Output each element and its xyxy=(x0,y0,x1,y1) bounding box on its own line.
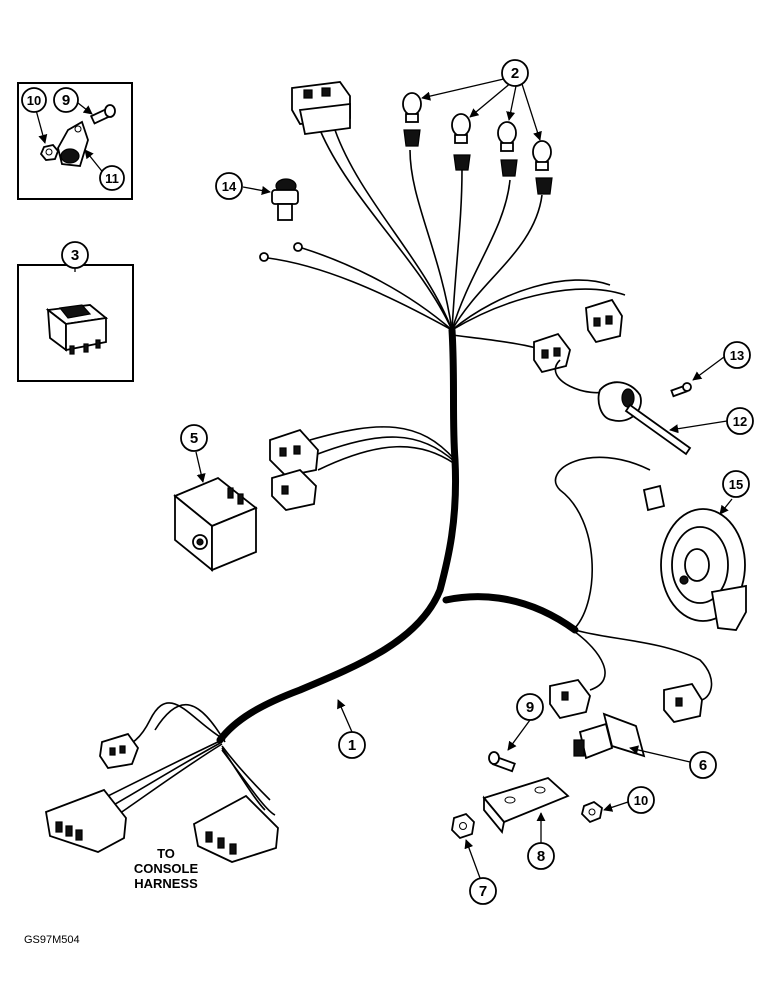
right-lower-wires xyxy=(554,456,713,701)
main-harness-trunk xyxy=(216,326,579,744)
inset-box-rocker-switch xyxy=(17,264,134,382)
console-harness-caption: TO CONSOLE HARNESS xyxy=(134,846,199,891)
push-button-part-14 xyxy=(242,178,299,221)
svg-text:1: 1 xyxy=(348,737,356,754)
svg-text:11: 11 xyxy=(105,171,119,186)
screw-part-9-inset xyxy=(89,104,116,125)
svg-text:7: 7 xyxy=(479,883,487,900)
callout-14: 14 xyxy=(215,172,243,200)
figure-code: GS97M504 xyxy=(24,934,80,946)
nut-part-10-inset xyxy=(39,144,60,161)
clamp-part-11 xyxy=(57,120,89,167)
callout-13: 13 xyxy=(723,341,751,369)
top-connector-block xyxy=(291,81,351,136)
screw-part-9-lower xyxy=(488,719,531,773)
leader-part-1 xyxy=(337,699,353,733)
svg-text:6: 6 xyxy=(699,757,707,774)
callout-6: 6 xyxy=(689,751,717,779)
lower-right-connectors xyxy=(549,678,703,724)
callout-9-lower: 9 xyxy=(516,693,544,721)
svg-text:13: 13 xyxy=(730,348,744,363)
svg-text:14: 14 xyxy=(222,179,237,194)
svg-text:HARNESS: HARNESS xyxy=(134,876,198,891)
callout-5: 5 xyxy=(180,424,208,452)
left-lower-wires xyxy=(99,702,276,821)
switch-5-connectors xyxy=(269,428,319,511)
svg-text:15: 15 xyxy=(729,477,743,492)
svg-text:2: 2 xyxy=(511,65,519,82)
bulb-group-part-2 xyxy=(402,77,553,195)
horn-part-15 xyxy=(642,484,747,631)
mid-left-wires xyxy=(309,426,456,471)
screw-part-13 xyxy=(670,356,725,398)
callout-10-lower: 10 xyxy=(627,786,655,814)
bracket-part-8 xyxy=(482,776,570,843)
svg-text:9: 9 xyxy=(526,699,534,716)
console-connectors xyxy=(44,788,279,863)
callout-11: 11 xyxy=(99,165,125,191)
svg-text:5: 5 xyxy=(190,430,198,447)
callout-1: 1 xyxy=(338,731,366,759)
switch-box-part-5 xyxy=(173,451,258,572)
bulb-2 xyxy=(451,113,471,171)
svg-text:10: 10 xyxy=(634,793,648,808)
switch-part-6 xyxy=(573,712,691,763)
callout-12: 12 xyxy=(726,407,754,435)
upper-right-connectors xyxy=(533,298,623,374)
ring-terminals xyxy=(259,242,303,262)
nut-part-10-lower xyxy=(581,800,629,824)
callout-7: 7 xyxy=(469,877,497,905)
svg-text:3: 3 xyxy=(71,247,79,264)
bulb-3 xyxy=(497,121,518,177)
small-left-connector xyxy=(99,732,140,769)
svg-text:10: 10 xyxy=(27,93,41,108)
callout-15: 15 xyxy=(722,470,750,498)
rocker-switch-part-3 xyxy=(45,304,109,355)
callout-8: 8 xyxy=(527,842,555,870)
upper-wire-bundle xyxy=(267,129,626,361)
callout-2: 2 xyxy=(501,59,529,87)
callout-10-inset: 10 xyxy=(21,87,47,113)
nut-part-7 xyxy=(451,812,481,879)
svg-text:TO: TO xyxy=(157,846,175,861)
svg-text:12: 12 xyxy=(733,414,747,429)
sender-part-12 xyxy=(554,359,728,456)
callout-9-inset: 9 xyxy=(53,87,79,113)
svg-text:9: 9 xyxy=(62,92,70,109)
svg-text:CONSOLE: CONSOLE xyxy=(134,861,199,876)
bulb-4 xyxy=(532,140,553,195)
callout-3: 3 xyxy=(61,241,89,269)
bulb-1 xyxy=(402,92,422,147)
svg-text:8: 8 xyxy=(537,848,545,865)
